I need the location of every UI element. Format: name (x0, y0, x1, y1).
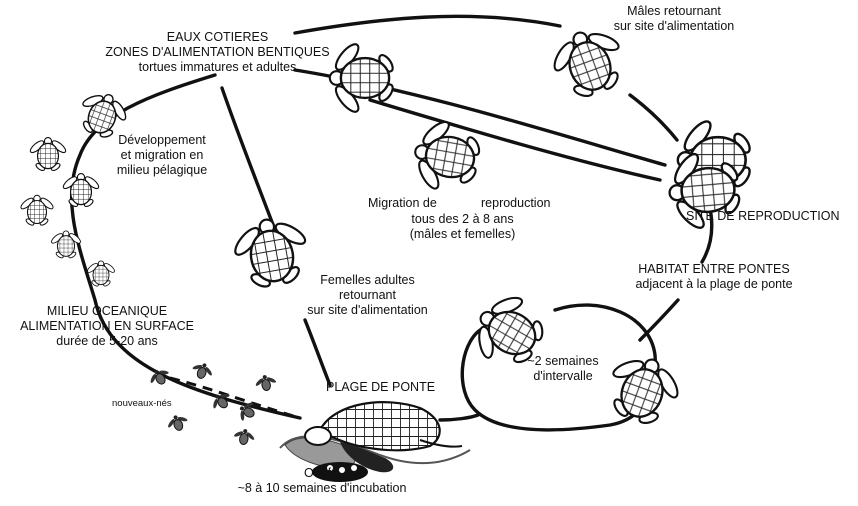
label-internesting-habitat: HABITAT ENTRE PONTES adjacent à la plage… (604, 262, 824, 292)
arrow-coastal-to-female (222, 88, 275, 230)
label-migration-sub-line2: (mâles et femelles) (385, 227, 540, 242)
arrow-female-to-beach (305, 320, 330, 385)
label-interval-line1: ~2 semaines (518, 354, 608, 369)
label-interval-line2: d'intervalle (518, 369, 608, 384)
label-females-line2: retournant (300, 288, 435, 303)
nesting-female (280, 402, 470, 472)
label-females-line3: sur site d'alimentation (300, 303, 435, 318)
label-eggs-incubation: ~8 à 10 semaines d'incubation (232, 481, 412, 496)
label-site-reproduction: SITE DE REPRODUCTION (686, 209, 840, 224)
label-hatchlings: nouveaux-nés (112, 396, 172, 411)
label-males-returning: Mâles retournant sur site d'alimentation (594, 4, 754, 34)
label-oceanic-zone: MILIEU OCEANIQUE ALIMENTATION EN SURFACE… (2, 304, 212, 349)
label-pelagic-line2: et migration en (102, 148, 222, 163)
label-females-returning: Femelles adultes retournant sur site d'a… (300, 273, 435, 318)
label-coastal-title: EAUX COTIERES (45, 30, 390, 45)
label-migration-right: reproduction (481, 196, 551, 211)
label-migration-sub-line1: tous des 2 à 8 ans (385, 212, 540, 227)
label-coastal-subtitle: ZONES D'ALIMENTATION BENTIQUES (45, 45, 390, 60)
arrow-loop-to-beach (440, 415, 478, 420)
turtle-migrating (409, 114, 486, 198)
label-interval: ~2 semaines d'intervalle (518, 354, 608, 384)
turtle-juvenile-4 (19, 195, 54, 226)
label-habitat-title: HABITAT ENTRE PONTES (604, 262, 824, 277)
label-oceanic-subtitle: ALIMENTATION EN SURFACE (2, 319, 212, 334)
label-habitat-subtitle: adjacent à la plage de ponte (604, 277, 824, 292)
label-oceanic-duration: durée de 5-20 ans (2, 334, 212, 349)
label-coastal-note: tortues immatures et adultes (45, 60, 390, 75)
label-migration-sub: tous des 2 à 8 ans (mâles et femelles) (385, 212, 540, 242)
turtle-internesting-2 (597, 347, 689, 434)
label-pelagic-line1: Développement (102, 133, 222, 148)
label-females-line1: Femelles adultes (300, 273, 435, 288)
label-migration-left: Migration de (368, 196, 437, 211)
arrow-males-to-site (630, 95, 677, 140)
label-males-line1: Mâles retournant (594, 4, 754, 19)
label-pelagic-development: Développement et migration en milieu pél… (102, 133, 222, 178)
label-eggs-title: Oeufs (232, 466, 412, 481)
label-oceanic-title: MILIEU OCEANIQUE (2, 304, 212, 319)
label-males-line2: sur site d'alimentation (594, 19, 754, 34)
arrow-coastal-to-site-2 (370, 100, 660, 180)
label-eggs: Oeufs ~8 à 10 semaines d'incubation (232, 466, 412, 496)
label-pelagic-line3: milieu pélagique (102, 163, 222, 178)
turtle-juvenile-3 (62, 174, 101, 208)
label-nesting-beach: PLAGE DE PONTE (326, 380, 435, 395)
label-coastal-zones: EAUX COTIERES ZONES D'ALIMENTATION BENTI… (45, 30, 390, 75)
turtle-juvenile-2 (29, 138, 68, 172)
